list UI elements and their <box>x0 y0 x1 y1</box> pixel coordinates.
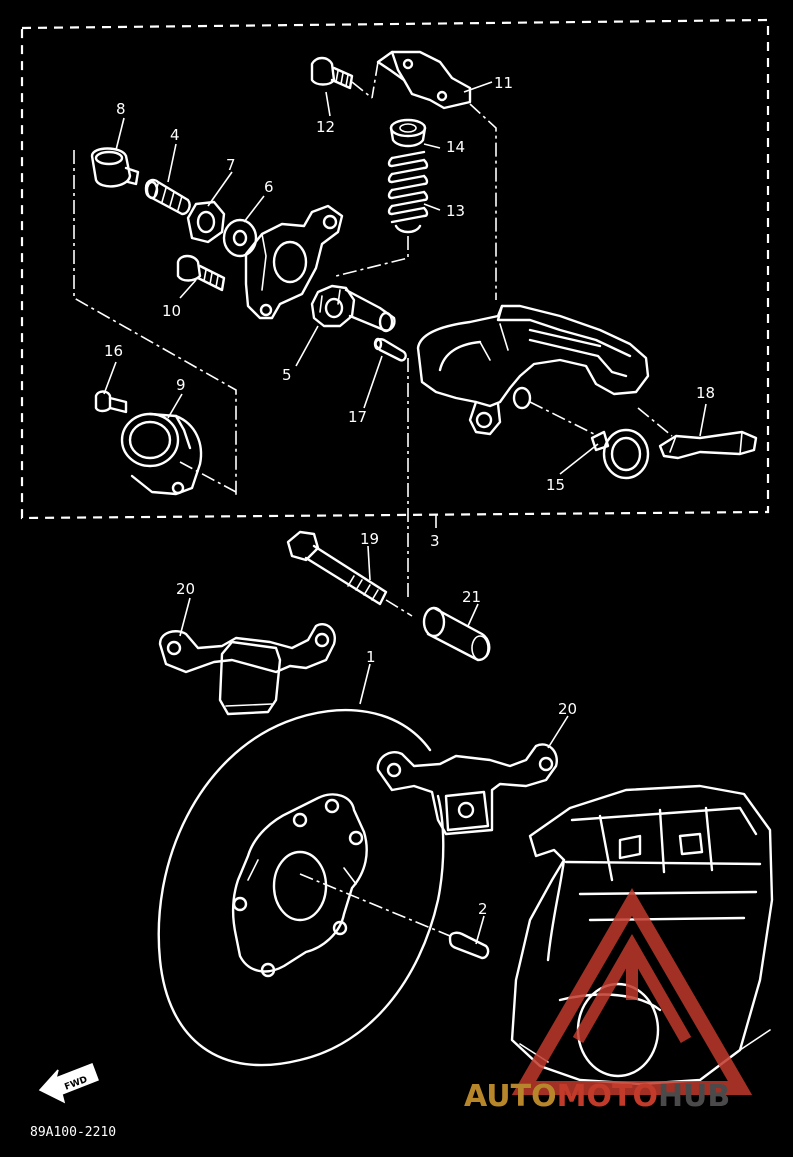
callout-8: 8 <box>116 100 126 118</box>
watermark-logo <box>511 888 753 1095</box>
callout-7: 7 <box>226 156 236 174</box>
callout-21: 21 <box>462 588 481 606</box>
callout-13: 13 <box>446 202 465 220</box>
bolt-16 <box>94 390 128 414</box>
pin-17 <box>373 337 407 362</box>
axis-9 <box>179 461 237 493</box>
pin-4 <box>144 178 191 216</box>
forward-arrow-icon: FWD <box>38 1063 99 1104</box>
nut-7 <box>186 200 226 244</box>
washer-6 <box>222 218 258 258</box>
callout-20-lower: 20 <box>558 700 577 718</box>
bolt-10 <box>176 254 226 292</box>
bolt-12 <box>310 56 354 90</box>
bracket-11 <box>376 50 472 110</box>
callout-20-upper: 20 <box>176 580 195 598</box>
adjuster-5 <box>310 284 396 333</box>
callout-numbers: 8 4 7 6 10 5 16 9 17 11 12 14 13 18 15 3… <box>104 74 715 918</box>
brake-disc-1 <box>157 708 445 1067</box>
brake-pad-20-upper <box>158 623 336 716</box>
axis-2 <box>299 873 451 937</box>
leader-lines <box>103 81 707 945</box>
axis-11 <box>469 103 497 300</box>
drawing-code: 89A100-2210 <box>30 1125 116 1140</box>
axis-15 <box>529 401 599 437</box>
piston-15 <box>590 428 650 480</box>
callout-17: 17 <box>348 408 367 426</box>
pad-clip-18 <box>658 430 758 460</box>
watermark-moto: MOTO <box>557 1079 658 1114</box>
callout-3: 3 <box>430 532 440 550</box>
holder-9 <box>120 412 203 496</box>
callout-4: 4 <box>170 126 180 144</box>
callout-6: 6 <box>264 178 274 196</box>
callout-19: 19 <box>360 530 379 548</box>
callout-10: 10 <box>162 302 181 320</box>
sleeve-21 <box>422 606 491 662</box>
axis-13 <box>335 236 409 277</box>
watermark-auto: AUTO <box>464 1079 557 1114</box>
support-plate <box>244 204 344 320</box>
watermark-triangle <box>511 888 753 1095</box>
callout-15: 15 <box>546 476 565 494</box>
bolt-19 <box>286 530 388 606</box>
axis-18 <box>637 407 673 437</box>
callout-18: 18 <box>696 384 715 402</box>
spring-13 <box>387 150 429 234</box>
callout-2: 2 <box>478 900 488 918</box>
callout-16: 16 <box>104 342 123 360</box>
callout-12: 12 <box>316 118 335 136</box>
callout-14: 14 <box>446 138 465 156</box>
caliper-body <box>416 304 650 436</box>
watermark-hub: HUB <box>658 1079 730 1114</box>
watermark-text: AUTOMOTOHUB <box>464 1079 730 1114</box>
callout-5: 5 <box>282 366 292 384</box>
brake-pad-20-lower <box>376 743 558 836</box>
axis-left <box>73 150 237 498</box>
callout-1: 1 <box>366 648 376 666</box>
callout-11: 11 <box>494 74 513 92</box>
axis-19 <box>385 599 413 617</box>
bleed-screw-8 <box>90 147 140 188</box>
axis-12 <box>351 81 373 99</box>
caliper-assembly-frame <box>20 18 770 520</box>
pin-2 <box>448 931 490 960</box>
callout-9: 9 <box>176 376 186 394</box>
cap-14 <box>389 118 427 148</box>
